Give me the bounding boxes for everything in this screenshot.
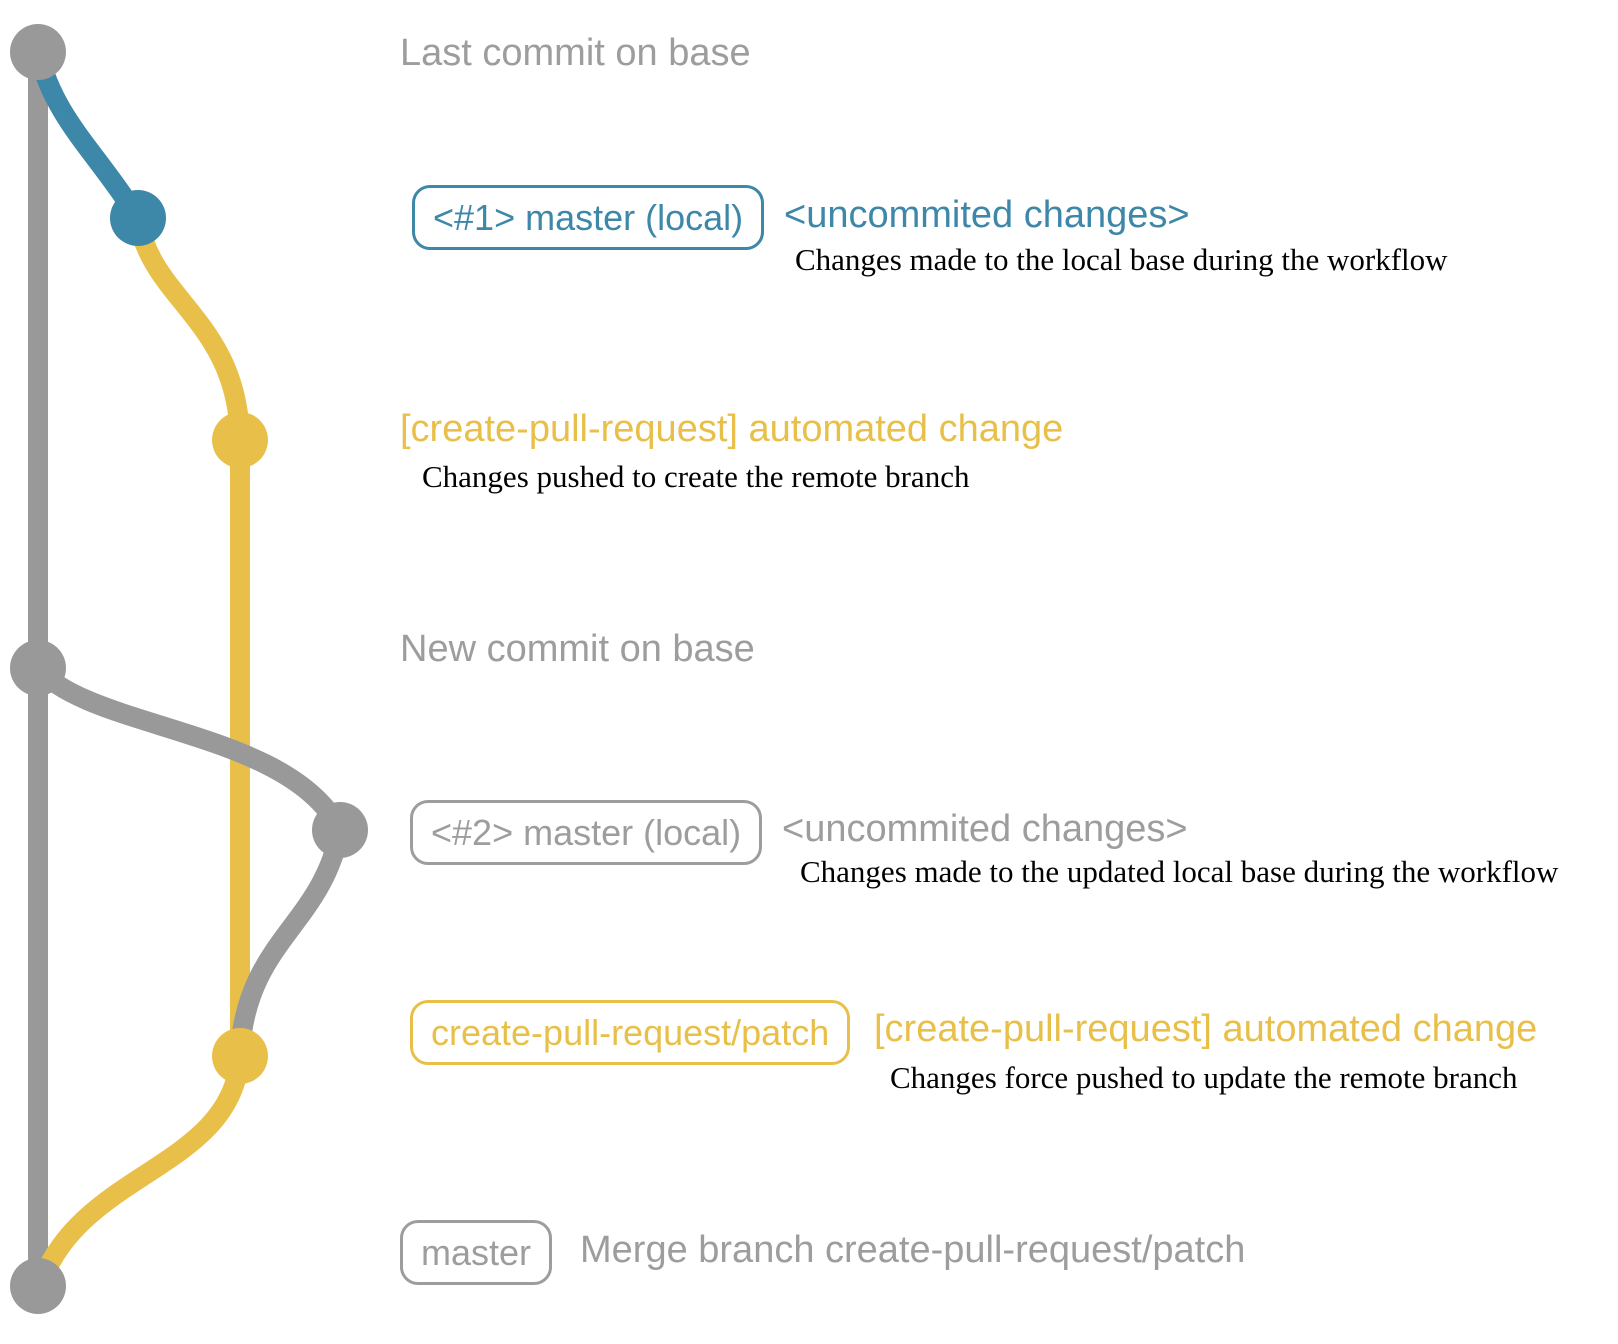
commit-dot-patch-1 bbox=[212, 412, 268, 468]
rebase-curve bbox=[230, 820, 350, 1060]
commit-message-new-base: New commit on base bbox=[400, 628, 755, 670]
merge-curve bbox=[30, 1046, 250, 1296]
commit-dot-local-2 bbox=[312, 802, 368, 858]
commit-dot-patch-2 bbox=[212, 1028, 268, 1084]
commit-dot-last-base bbox=[10, 24, 66, 80]
local-master-1-curve bbox=[28, 42, 148, 228]
commit-message-last-base: Last commit on base bbox=[400, 32, 751, 74]
commit-description-local-1: Changes made to the local base during th… bbox=[795, 242, 1448, 277]
commit-dot-merge bbox=[10, 1258, 66, 1314]
commit-message-patch-2: [create-pull-request] automated change bbox=[874, 1008, 1538, 1050]
commit-message-merge: Merge branch create-pull-request/patch bbox=[580, 1229, 1246, 1271]
branch-badge-patch: create-pull-request/patch bbox=[410, 1000, 851, 1066]
branch-badge-master-local-2: <#2> master (local) bbox=[410, 800, 763, 866]
commit-message-local-2: <uncommited changes> bbox=[782, 808, 1188, 850]
patch-branch-curve bbox=[128, 208, 250, 450]
commit-message-patch-1: [create-pull-request] automated change bbox=[400, 408, 1064, 450]
commit-dot-local-1 bbox=[110, 190, 166, 246]
commit-description-local-2: Changes made to the updated local base d… bbox=[800, 854, 1559, 889]
branch-badge-master: master bbox=[400, 1220, 553, 1286]
commit-description-patch-2: Changes force pushed to update the remot… bbox=[890, 1060, 1518, 1095]
commit-description-patch-1: Changes pushed to create the remote bran… bbox=[422, 459, 970, 494]
commit-message-local-1: <uncommited changes> bbox=[784, 194, 1190, 236]
commit-dot-new-base bbox=[10, 640, 66, 696]
branch-badge-master-local-1: <#1> master (local) bbox=[412, 185, 765, 251]
local-master-2-curve bbox=[28, 658, 350, 840]
